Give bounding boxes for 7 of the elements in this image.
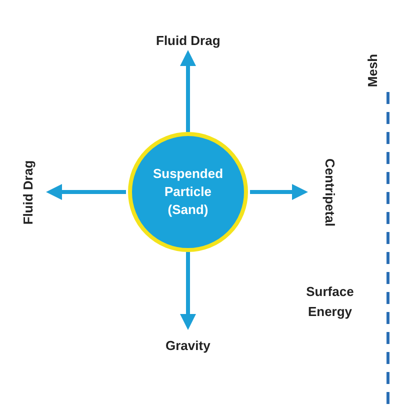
force-label: Gravity	[166, 338, 210, 352]
force-label: Centripetal	[322, 158, 338, 226]
force-label: Mesh	[364, 53, 380, 87]
particle-label: Suspended Particle (Sand)	[152, 165, 224, 219]
force-label: Fluid Drag	[156, 32, 220, 48]
force-label: Surface Energy	[305, 283, 355, 321]
force-label: Fluid Drag	[20, 160, 36, 224]
